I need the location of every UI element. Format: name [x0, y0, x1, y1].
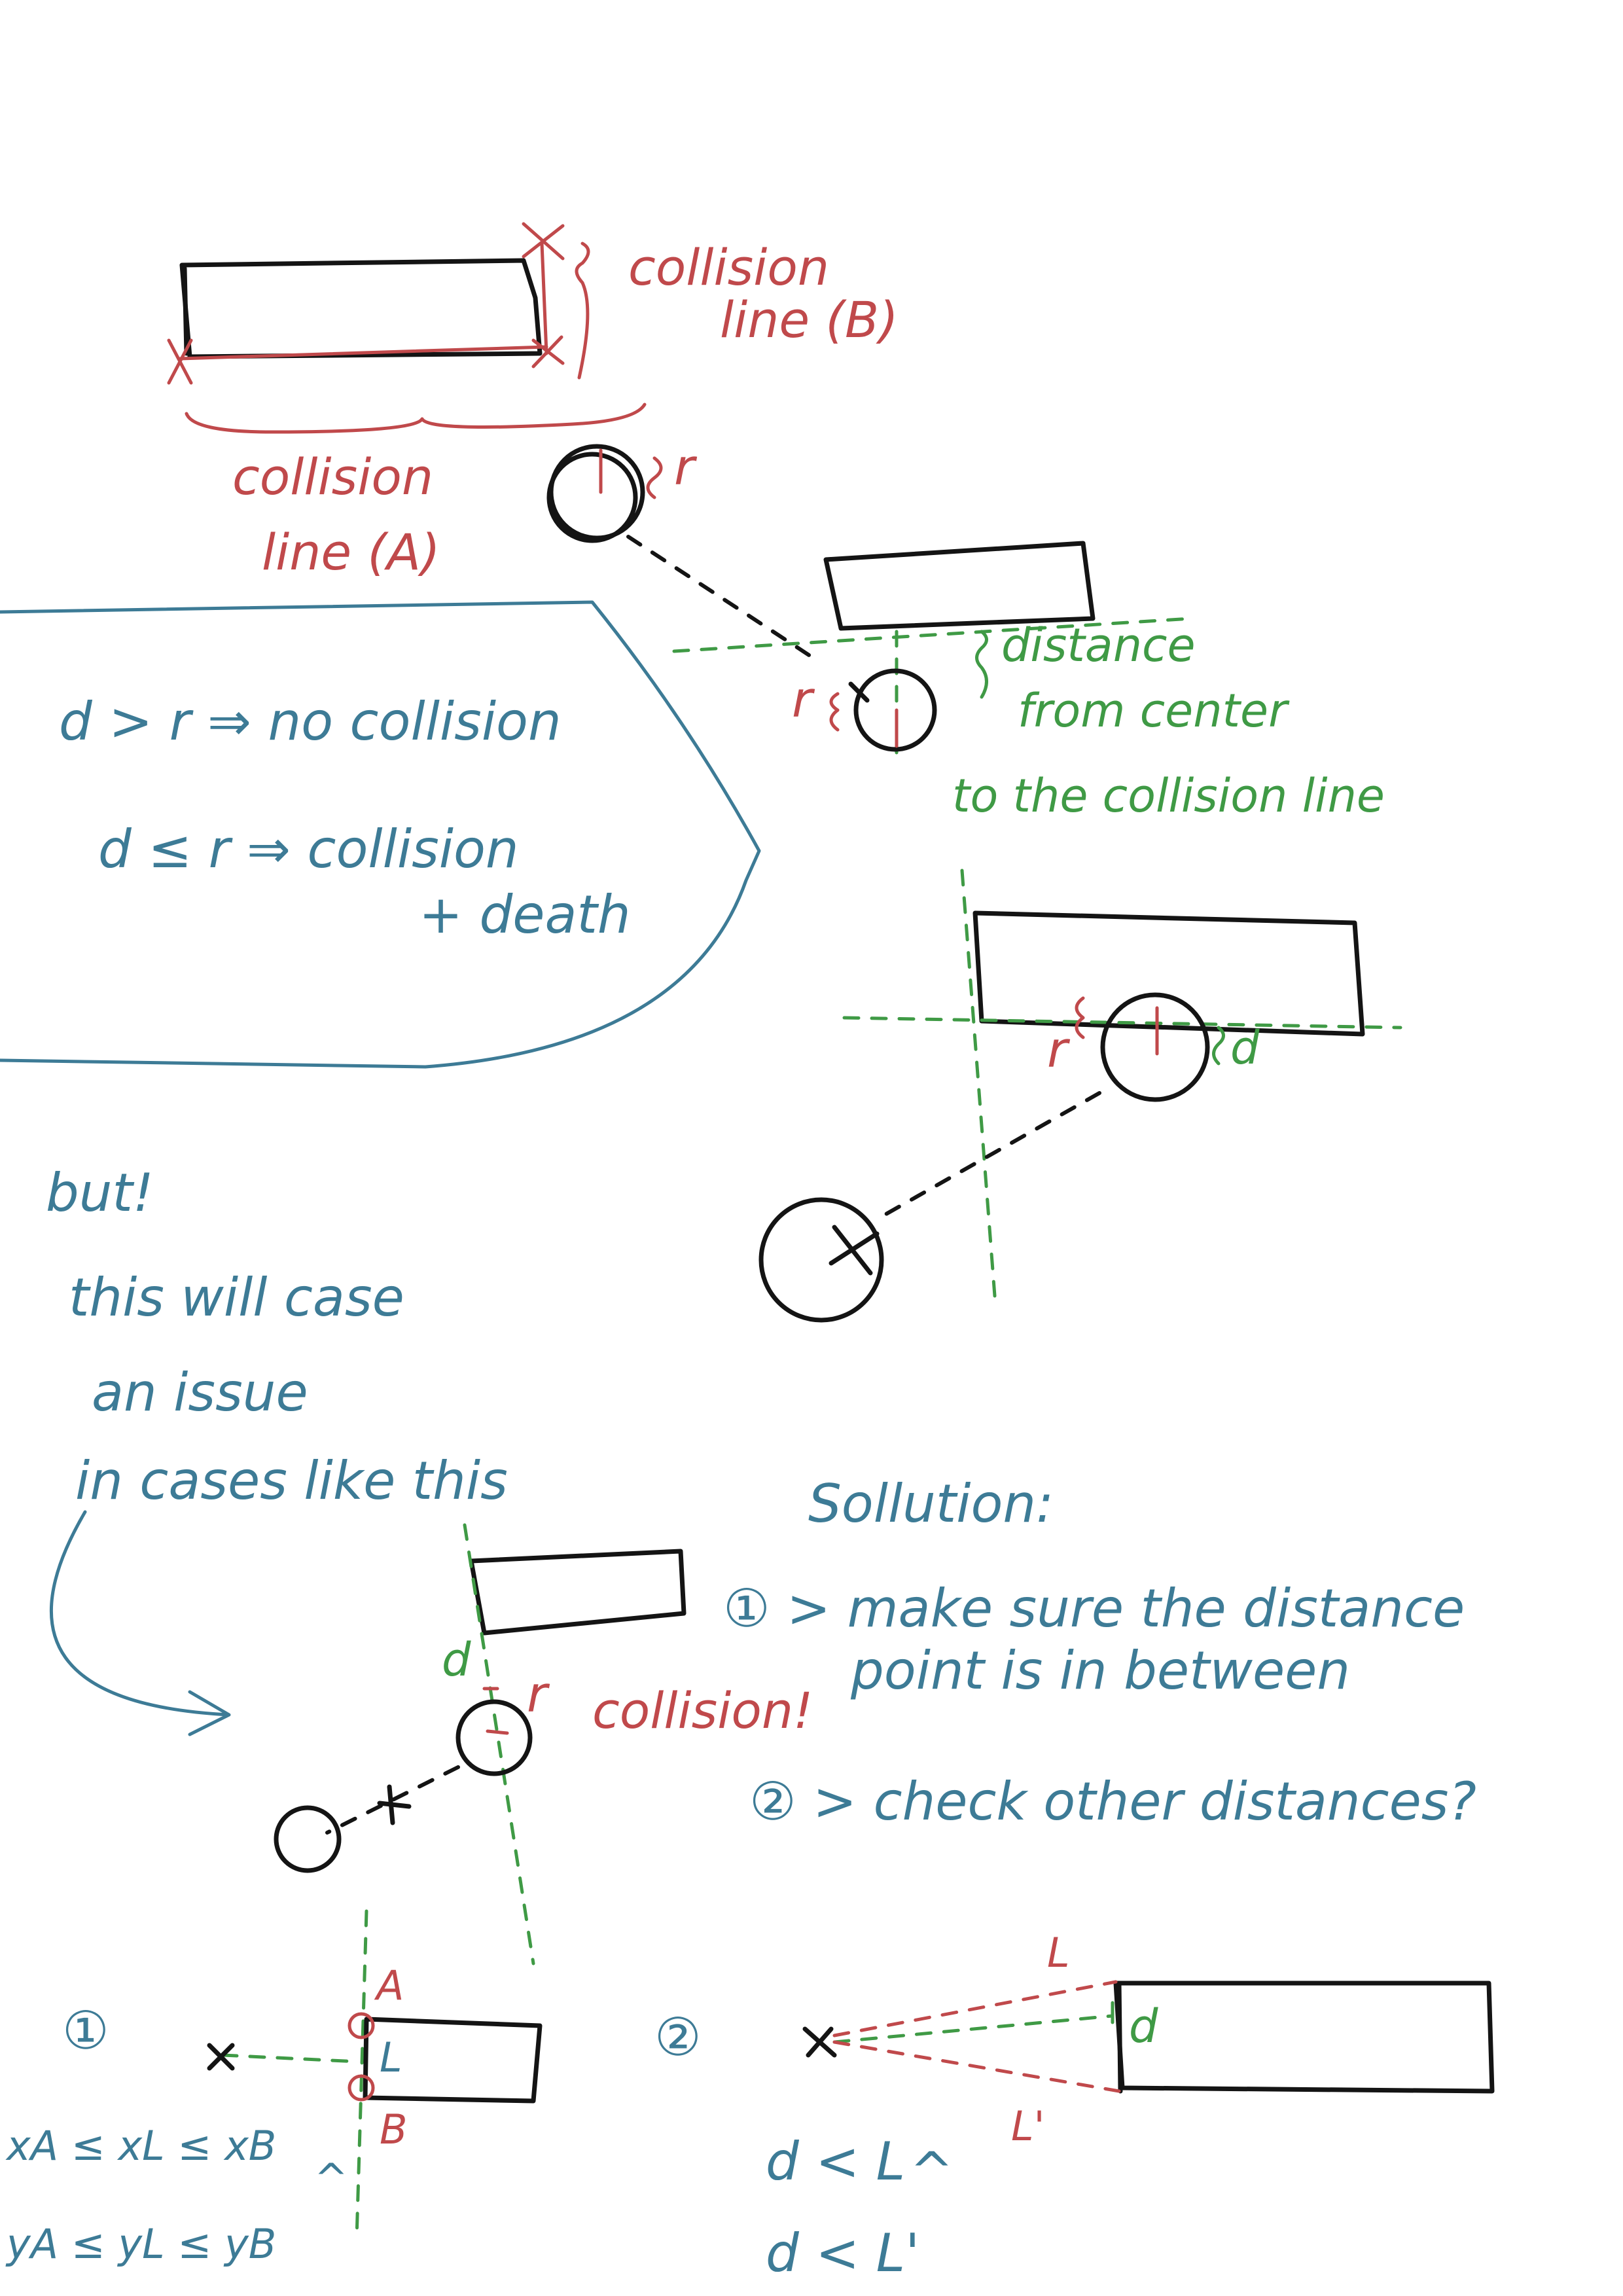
collision-line-a-label-1: collision — [232, 448, 433, 506]
rules-box — [0, 600, 761, 1069]
curved-arrow — [50, 1510, 231, 1736]
but-note-4: in cases like this — [75, 1450, 508, 1511]
rule-death: + death — [419, 884, 631, 945]
distance-d-label: d — [1230, 1021, 1260, 1075]
but-note-3: an issue — [92, 1362, 308, 1423]
distance-label-1: distance — [1001, 619, 1196, 672]
condition-y: yA ≤ yL ≤ yB — [5, 2220, 276, 2268]
rule-no-collision: d > r ⇒ no collision — [59, 691, 562, 752]
point-l-label: L — [380, 2034, 402, 2081]
solution-1b: point is in between — [850, 1640, 1350, 1701]
collision-exclamation: collision! — [592, 1681, 813, 1740]
point-a-label: A — [374, 1962, 404, 2009]
distance-label-2: from center — [1018, 684, 1290, 738]
edge-d-label: d — [442, 1633, 471, 1687]
l-prime-distance-label: L' — [1011, 2102, 1045, 2150]
collision-line-b-label-2: line (B) — [720, 291, 899, 349]
solution-title: Sollution: — [808, 1473, 1054, 1534]
solution-2: ② > check other distances? — [749, 1771, 1476, 1832]
case-2-marker: ② — [654, 2007, 702, 2068]
inequality-and: ^ — [910, 2141, 954, 2202]
radius-label-3: r — [1047, 1020, 1071, 1079]
case-2-diagram — [802, 1980, 1495, 2094]
point-b-label: B — [380, 2106, 408, 2153]
but-note-2: this will case — [69, 1267, 404, 1328]
condition-x: xA ≤ xL ≤ xB — [5, 2122, 276, 2170]
rectangle-diagram-1 — [167, 222, 647, 434]
edge-r-label: r — [527, 1665, 550, 1723]
but-note-1: but! — [46, 1162, 154, 1223]
case-1-diagram — [207, 1909, 543, 2240]
case-1-marker: ① — [62, 2000, 109, 2061]
rectangle-diagram-3 — [758, 869, 1402, 1323]
inequality-2: d < L' — [766, 2223, 919, 2284]
collision-line-b-label-1: collision — [628, 238, 829, 296]
edge-case-diagram — [274, 1523, 687, 1965]
distance-label-3: to the collision line — [952, 769, 1385, 823]
radius-label-2: r — [792, 670, 815, 728]
rule-collision: d ≤ r ⇒ collision — [98, 819, 519, 880]
ball-radius-diagram — [546, 444, 820, 663]
rectangle-diagram-2 — [672, 541, 1193, 755]
case-2-d-label: d — [1129, 2000, 1158, 2053]
collision-line-a-label-2: line (A) — [262, 523, 440, 581]
l-distance-label: L — [1047, 1929, 1070, 1977]
radius-label: r — [674, 438, 698, 496]
condition-and: ^ — [314, 2155, 348, 2202]
solution-1a: ① > make sure the distance — [723, 1578, 1465, 1639]
inequality-1: d < L — [766, 2131, 905, 2192]
